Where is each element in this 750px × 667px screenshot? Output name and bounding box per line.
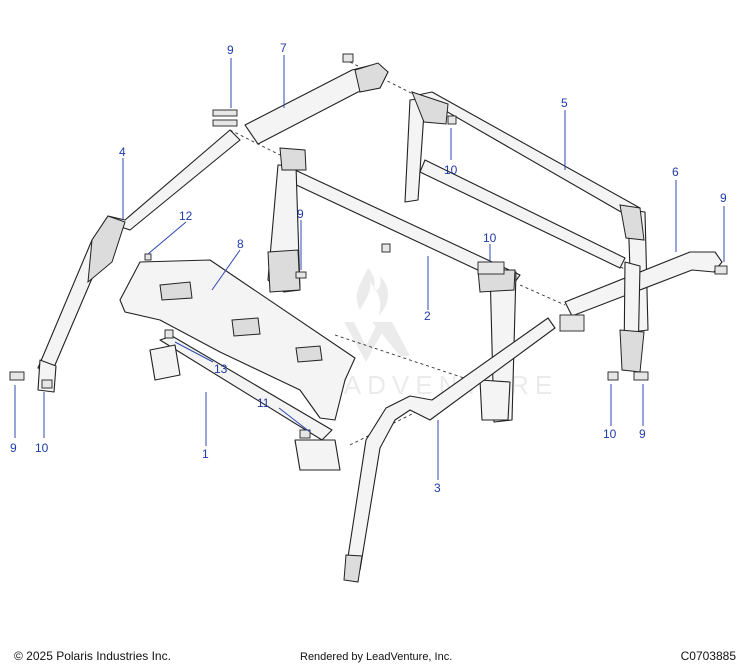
diagram-code: C0703885 xyxy=(680,649,736,663)
hardware-fasteners xyxy=(9,53,728,439)
callout-7: 7 xyxy=(280,41,287,55)
callout-9: 9 xyxy=(297,207,304,221)
callout-10: 10 xyxy=(603,427,617,441)
part-1-lower-bar xyxy=(149,335,341,471)
callout-9: 9 xyxy=(10,441,17,455)
callout-10: 10 xyxy=(444,163,458,177)
callouts: 9 7 4 5 10 6 9 12 9 10 8 2 13 11 1 3 9 1… xyxy=(10,41,727,495)
callout-1: 1 xyxy=(202,447,209,461)
part-7-upper-tube xyxy=(244,62,389,145)
callout-8: 8 xyxy=(237,237,244,251)
callout-9: 9 xyxy=(720,191,727,205)
callout-2: 2 xyxy=(424,309,431,323)
callout-4: 4 xyxy=(119,145,126,159)
callout-5: 5 xyxy=(561,96,568,110)
callout-10: 10 xyxy=(35,441,49,455)
leader-lines xyxy=(14,55,725,480)
part-3-front-tube xyxy=(343,317,556,583)
callout-13: 13 xyxy=(214,362,228,376)
callout-11: 11 xyxy=(257,396,270,410)
callout-3: 3 xyxy=(434,481,441,495)
callout-12: 12 xyxy=(179,209,193,223)
callout-10: 10 xyxy=(483,231,497,245)
rendered-by-text: Rendered by LeadVenture, Inc. xyxy=(300,651,453,663)
callout-9: 9 xyxy=(227,43,234,57)
part-8-panel xyxy=(119,259,356,421)
callout-9: 9 xyxy=(639,427,646,441)
callout-6: 6 xyxy=(672,165,679,179)
copyright-text: © 2025 Polaris Industries Inc. xyxy=(14,649,171,663)
